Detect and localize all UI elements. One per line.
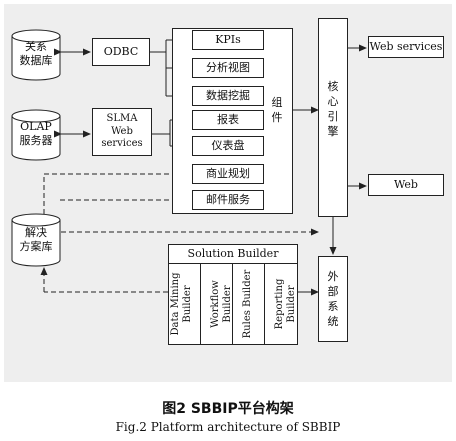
- web-services-box: Web services: [368, 36, 444, 58]
- solution-repo-cylinder: [11, 213, 61, 267]
- data-mining-box: 数据挖掘: [192, 86, 264, 106]
- figure-caption-chinese: 图2 SBBIP平台构架: [162, 401, 294, 417]
- web-box: Web: [368, 174, 444, 196]
- slma-webservices-box: SLMA Web services: [92, 108, 152, 156]
- olap-server-label: OLAP 服务器: [19, 120, 53, 148]
- report-box: 报表: [192, 110, 264, 130]
- odbc-box: ODBC: [92, 38, 150, 66]
- figure-caption-english: Fig.2 Platform architecture of SBBIP: [115, 420, 341, 434]
- mail-service-box: 邮件服务: [192, 190, 264, 210]
- reporting-builder-label: Reporting Builder: [274, 278, 297, 330]
- rules-builder-label: Rules Builder: [242, 269, 253, 339]
- external-system-box: [318, 256, 348, 342]
- dashboard-box: 仪表盘: [192, 136, 264, 156]
- data-mining-builder-label: Data Mining Builder: [170, 272, 193, 336]
- component-label: 组 件: [271, 96, 283, 124]
- solution-builder-header: Solution Builder: [168, 244, 298, 264]
- reporting-builder-box: [264, 263, 298, 345]
- external-system-label: 外 部 系 统: [327, 270, 339, 328]
- kpis-box: KPIs: [192, 30, 264, 50]
- core-engine-box: [318, 18, 348, 217]
- relational-db-cylinder: [11, 29, 61, 81]
- rules-builder-box: [232, 263, 265, 345]
- solution-repo-label: 解决 方案库: [19, 226, 53, 254]
- analysis-view-box: 分析视图: [192, 58, 264, 78]
- relational-db-label: 关系 数据库: [19, 40, 53, 68]
- business-planning-box: 商业规划: [192, 164, 264, 184]
- workflow-builder-label: Workflow Builder: [210, 280, 233, 328]
- olap-server-cylinder: [11, 109, 61, 161]
- core-engine-label: 核 心 引 擎: [327, 80, 339, 138]
